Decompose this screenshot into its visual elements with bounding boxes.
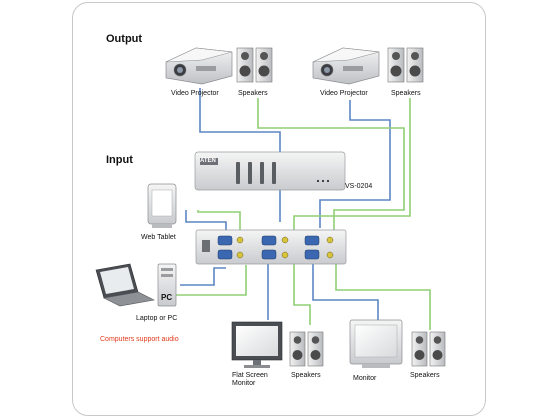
- vs0204-front-panel: [194, 151, 346, 191]
- audio-cable-speakers2: [293, 98, 411, 232]
- speakers-3: [289, 331, 324, 367]
- vs0204-rear-panel: [195, 229, 347, 265]
- label-speakers-4: Speakers: [410, 372, 440, 379]
- audio-cable-tablet: [197, 210, 241, 232]
- speakers-2: [387, 47, 424, 83]
- video-projector-1: [165, 47, 233, 85]
- video-cable-projector2: [319, 100, 391, 228]
- laptop: [95, 263, 155, 307]
- audio-cables: [170, 98, 431, 330]
- label-video-projector-1: Video Projector: [171, 90, 219, 97]
- video-cables: [180, 88, 391, 320]
- label-laptop-or-pc: Laptop or PC: [136, 315, 178, 322]
- label-monitor: Monitor: [353, 375, 377, 382]
- label-speakers-3: Speakers: [291, 372, 321, 379]
- aten-logo: [200, 158, 218, 165]
- pc-tower: [157, 263, 177, 307]
- crt-monitor: [349, 319, 403, 368]
- label-video-projector-2: Video Projector: [320, 90, 368, 97]
- video-cable-tablet: [185, 210, 227, 232]
- label-speakers-2: Speakers: [391, 90, 421, 97]
- label-web-tablet: Web Tablet: [141, 234, 176, 241]
- label-model: VS-0204: [345, 183, 373, 190]
- web-tablet: [147, 183, 177, 228]
- audio-cable-speakers3: [293, 262, 311, 325]
- input-heading: Input: [106, 154, 133, 166]
- audio-cable-speakers1: [257, 98, 405, 232]
- output-heading: Output: [106, 33, 143, 45]
- aten-brand-text: ATEN: [200, 158, 216, 164]
- label-flat-screen-monitor: Flat Screen Monitor: [232, 372, 268, 387]
- speakers-1: [236, 47, 273, 83]
- label-pc-tag: PC: [161, 293, 173, 302]
- note-audio-support: Computers support audio: [100, 336, 179, 343]
- video-cable-monitor2: [312, 264, 379, 320]
- audio-cable-speakers4: [335, 262, 431, 330]
- label-speakers-1: Speakers: [238, 90, 268, 97]
- video-projector-2: [312, 47, 380, 85]
- audio-cable-pc: [170, 265, 247, 296]
- speakers-4: [411, 331, 446, 367]
- flat-screen-monitor: [231, 321, 283, 368]
- video-cable-pc: [180, 267, 226, 286]
